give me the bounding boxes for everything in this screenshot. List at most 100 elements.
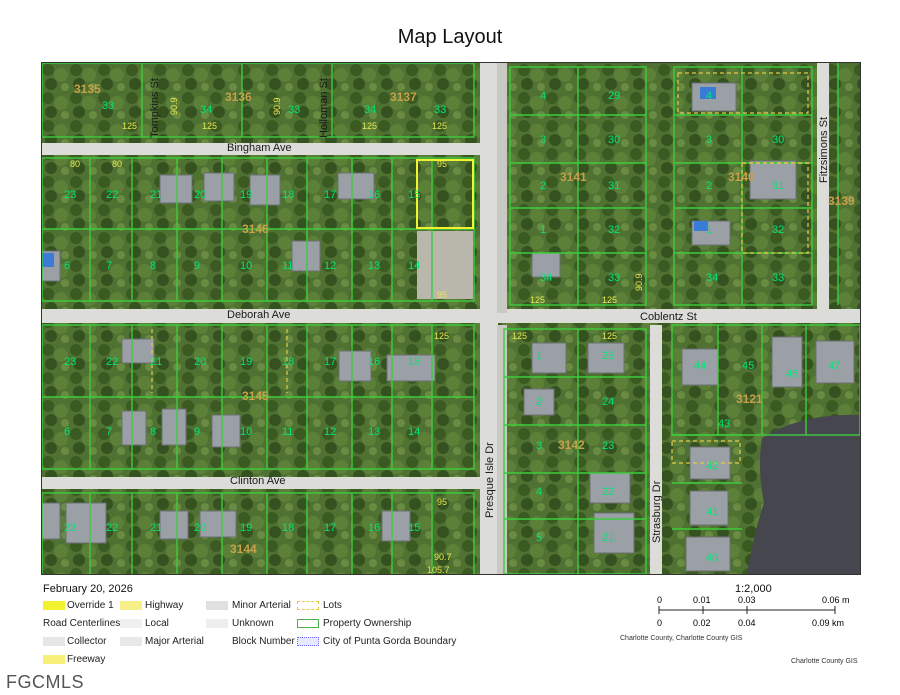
lot-number: 13	[368, 426, 380, 438]
svg-text:125: 125	[602, 331, 617, 341]
block-3142: 3142	[558, 438, 585, 452]
lot-number: 22	[106, 522, 118, 534]
svg-text:80: 80	[112, 159, 122, 169]
lot-number: 19	[240, 189, 252, 201]
legend-block-number: Block Number	[232, 636, 295, 647]
lot-number: 45	[742, 360, 754, 372]
lot-number: 21	[150, 356, 162, 368]
lot-number: 32	[608, 224, 620, 236]
mi-tick-3: 0.06 mi	[822, 595, 850, 605]
lot-number: 9	[194, 260, 200, 272]
lot-number: 3	[706, 134, 712, 146]
lake	[747, 414, 860, 574]
freeway-swatch	[43, 655, 65, 664]
page-title: Map Layout	[397, 26, 503, 48]
lot-number: 24	[602, 396, 614, 408]
lot-number: 31	[772, 180, 784, 192]
lot-number: 22	[106, 189, 118, 201]
collector-swatch	[43, 637, 65, 646]
svg-text:33: 33	[288, 104, 300, 116]
map-date: February 20, 2026	[43, 583, 133, 595]
buildings	[42, 82, 855, 572]
street-presque: Presque Isle Dr	[484, 442, 496, 518]
svg-text:90.9: 90.9	[272, 97, 282, 115]
lot-number: 23	[64, 189, 76, 201]
km-tick-0: 0	[657, 618, 662, 628]
lot-number: 23	[64, 356, 76, 368]
lot-number: 46	[786, 368, 798, 380]
pools	[42, 87, 716, 267]
lot-number: 40	[706, 552, 718, 564]
lot-number: 47	[828, 360, 840, 372]
legend-collector: Collector	[67, 636, 107, 647]
svg-text:33: 33	[434, 104, 446, 116]
street-clinton: Clinton Ave	[230, 475, 285, 487]
scale-ratio: 1:2,000	[735, 583, 772, 595]
legend-local: Local	[145, 618, 169, 629]
parcel-lines-west	[42, 63, 475, 574]
lot-number: 8	[150, 426, 156, 438]
lot-number: 17	[324, 522, 336, 534]
lot-number: 10	[240, 426, 252, 438]
svg-text:80: 80	[70, 159, 80, 169]
lot-lines	[151, 72, 812, 464]
roads	[42, 63, 860, 574]
local-swatch	[120, 619, 142, 628]
lot-number: 2	[706, 180, 712, 192]
lot-number: 41	[706, 506, 718, 518]
block-3121: 3121	[736, 392, 763, 406]
map-canvas[interactable]: Bingham Ave Deborah Ave Clinton Ave Cobl…	[42, 63, 860, 574]
svg-text:90.9: 90.9	[169, 97, 179, 115]
lot-number: 31	[608, 180, 620, 192]
svg-text:34: 34	[364, 104, 376, 116]
lot-number: 14	[408, 260, 420, 272]
svg-text:125: 125	[530, 295, 545, 305]
lot-number: 3	[536, 440, 542, 452]
svg-text:125: 125	[362, 121, 377, 131]
svg-text:125: 125	[602, 295, 617, 305]
lot-number: 6	[64, 426, 70, 438]
lot-number: 22	[602, 486, 614, 498]
credit-left: Charlotte County, Charlotte County GIS	[620, 635, 743, 642]
svg-text:33: 33	[102, 100, 114, 112]
lot-number: 18	[282, 522, 294, 534]
lot-number: 14	[408, 426, 420, 438]
lot-number: 29	[608, 90, 620, 102]
property-swatch	[297, 619, 319, 628]
major-arterial-swatch	[120, 637, 142, 646]
subject-parcel[interactable]	[416, 159, 474, 229]
city-swatch	[297, 637, 319, 646]
lot-number: 12	[324, 260, 336, 272]
block-3137: 3137	[390, 90, 417, 104]
lot-number: 21	[602, 532, 614, 544]
lot-number: 30	[772, 134, 784, 146]
block-3146: 3146	[242, 222, 269, 236]
lot-number: 17	[324, 189, 336, 201]
lot-number: 10	[240, 260, 252, 272]
street-labels: Bingham Ave Deborah Ave Clinton Ave Cobl…	[149, 78, 830, 543]
lot-number: 1	[536, 350, 542, 362]
highway-swatch	[120, 601, 142, 610]
lot-number: 33	[772, 272, 784, 284]
legend-override1: Override 1	[67, 600, 114, 611]
map-view[interactable]: Bingham Ave Deborah Ave Clinton Ave Cobl…	[41, 62, 861, 575]
block-numbers: 3135 3136 3137 3146 3145 3144 3141 3140 …	[74, 82, 855, 556]
svg-text:125: 125	[432, 121, 447, 131]
credit-right: Charlotte County GIS	[791, 658, 858, 665]
lot-number: 6	[64, 260, 70, 272]
lot-number: 44	[694, 360, 706, 372]
lot-number: 7	[106, 426, 112, 438]
svg-text:95: 95	[437, 497, 447, 507]
street-deborah: Deborah Ave	[227, 309, 290, 321]
km-tick-3: 0.09 km	[812, 618, 844, 628]
block-3145: 3145	[242, 389, 269, 403]
lot-number: 23	[64, 522, 76, 534]
lot-number: 2	[536, 396, 542, 408]
legend-unknown: Unknown	[232, 618, 274, 629]
street-coblentz: Coblentz St	[640, 311, 697, 323]
lot-number: 12	[324, 426, 336, 438]
lot-number: 11	[282, 260, 293, 272]
legend-road-centerlines: Road Centerlines	[43, 618, 121, 629]
lot-number: 20	[194, 189, 206, 201]
